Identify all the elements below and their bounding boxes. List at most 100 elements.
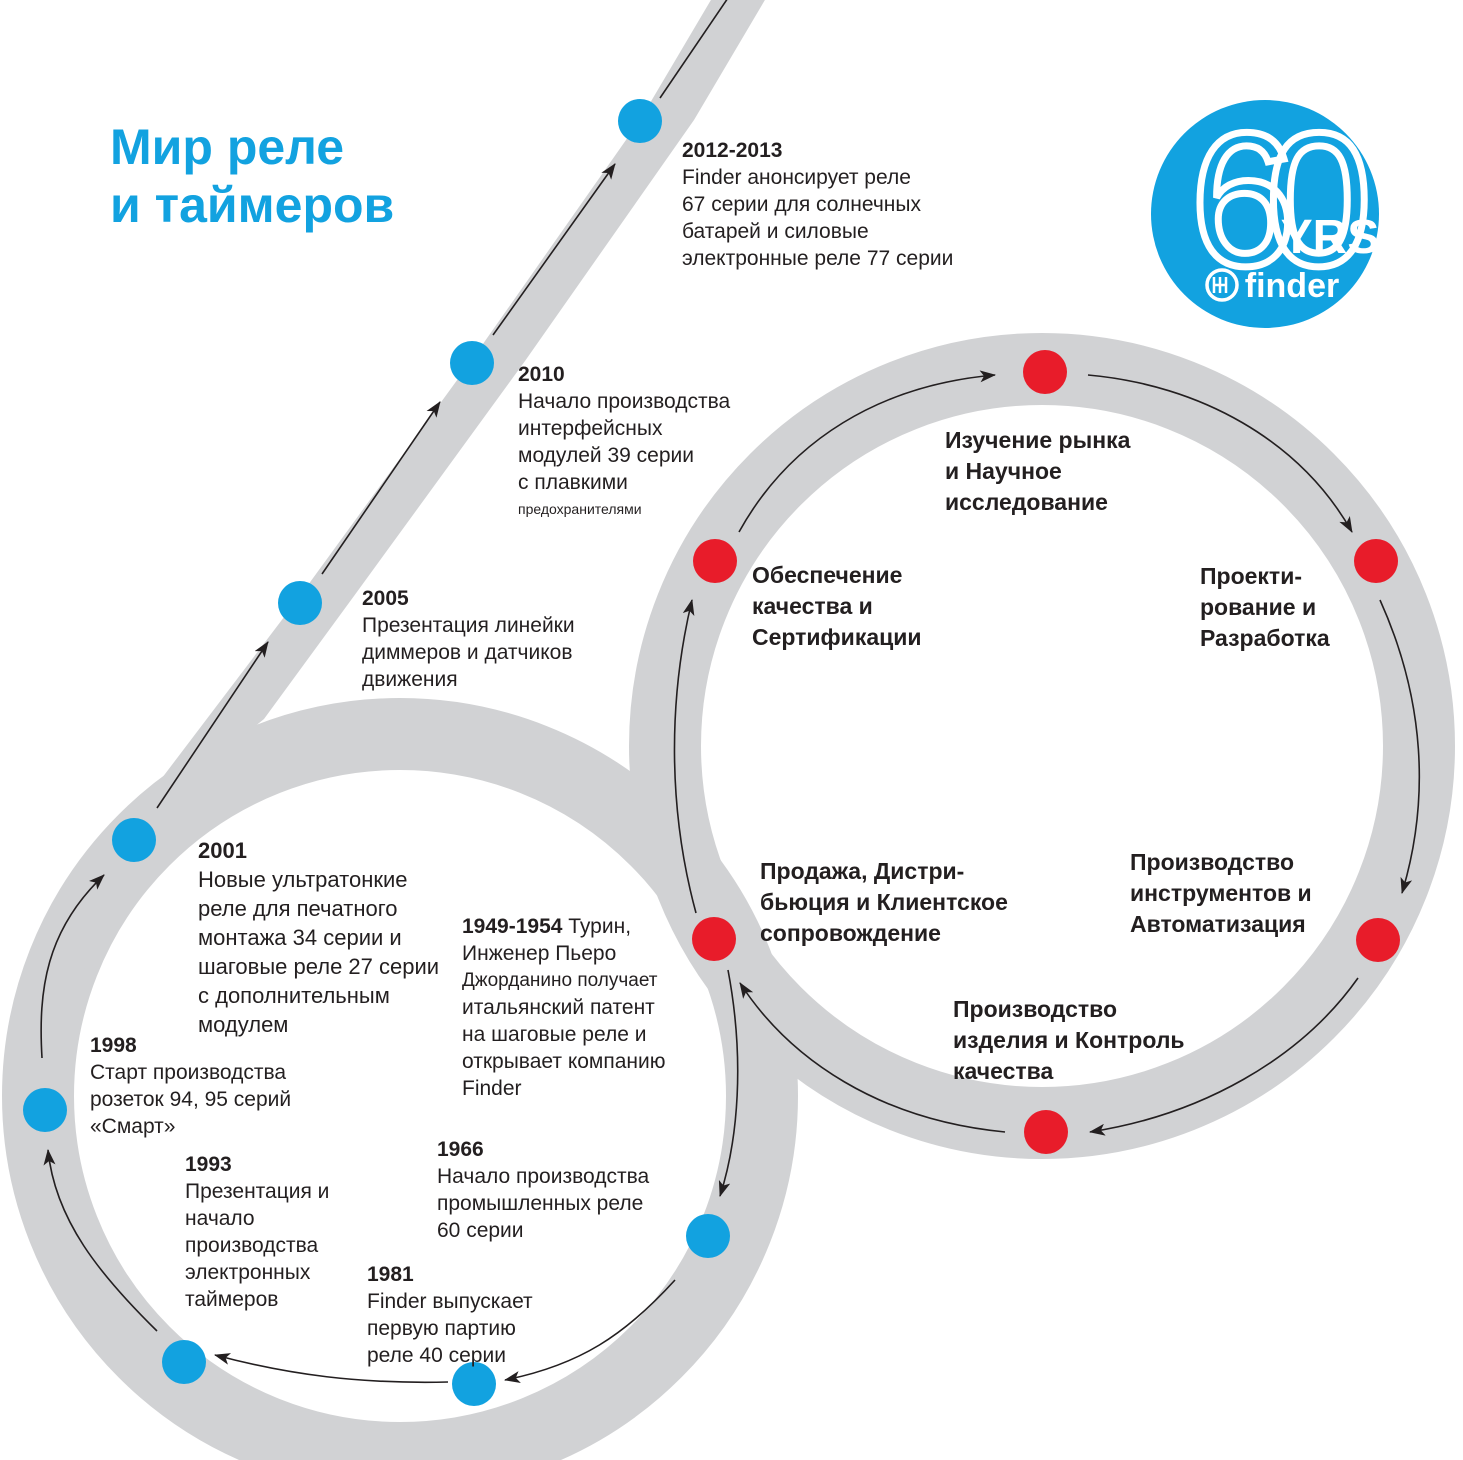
process-dot-production: [1024, 1110, 1068, 1154]
timeline-dot-1993: [162, 1340, 206, 1384]
finder-logo-icon: [1205, 268, 1239, 302]
event-text: итальянский патент: [462, 996, 655, 1019]
stage-text: Продажа, Дистри-: [760, 858, 965, 884]
event-text: открывает компанию: [462, 1050, 666, 1073]
stage-text: Автоматизация: [1130, 911, 1306, 937]
event-text: диммеров и датчиков: [362, 641, 573, 664]
event-year: 2005: [362, 587, 409, 610]
process-dot-quality: [693, 539, 737, 583]
process-dot-tooling: [1356, 918, 1400, 962]
event-1993: 1993 Презентация и начало производства э…: [185, 1151, 329, 1313]
event-text: электронных: [185, 1261, 311, 1284]
event-text: батарей и силовые: [682, 220, 869, 243]
stage-text: качества: [953, 1058, 1054, 1084]
timeline-dot-2005: [278, 581, 322, 625]
stage-text: Производство: [953, 996, 1118, 1022]
process-arrows: [673, 370, 1421, 1136]
stage-production: Производство изделия и Контроль качества: [953, 994, 1185, 1087]
title-line-1: Мир реле: [110, 119, 345, 175]
stage-text: Изучение рынка: [945, 427, 1131, 453]
timeline-dot-2010: [450, 341, 494, 385]
title-line-2: и таймеров: [110, 177, 395, 233]
event-text: промышленных реле: [437, 1192, 644, 1215]
event-text: модулей 39 серии: [518, 444, 694, 467]
stage-text: исследование: [945, 489, 1108, 515]
stage-text: сопровождение: [760, 920, 941, 946]
stage-tooling: Производство инструментов и Автоматизаци…: [1130, 847, 1312, 940]
badge-brand: finder: [1245, 267, 1339, 305]
stage-text: и Научное: [945, 458, 1062, 484]
event-text: монтажа 34 серии и: [198, 925, 402, 950]
event-text: розеток 94, 95 серий: [90, 1088, 292, 1111]
event-year: 2012-2013: [682, 139, 783, 162]
event-text: на шаговые реле и: [462, 1023, 647, 1046]
event-text: Инженер Пьеро: [462, 942, 617, 965]
event-2012: 2012-2013 Finder анонсирует реле 67 сери…: [682, 137, 953, 272]
event-year: 1966: [437, 1138, 484, 1161]
process-dots: [692, 350, 1400, 1154]
timeline-dots: [23, 99, 730, 1406]
event-text: Начало производства: [518, 390, 731, 413]
stage-text: изделия и Контроль: [953, 1027, 1185, 1053]
page-title: Мир реле и таймеров: [110, 118, 394, 234]
process-dot-design: [1354, 539, 1398, 583]
event-text: Джорданино получает: [462, 970, 658, 991]
event-1998: 1998 Старт производства розеток 94, 95 с…: [90, 1032, 291, 1140]
event-text: производства: [185, 1234, 319, 1257]
stage-text: Проекти-: [1200, 563, 1302, 589]
event-text: Finder: [462, 1077, 522, 1100]
badge-suffix: YRS: [1281, 211, 1380, 264]
event-text: 60 серии: [437, 1219, 524, 1242]
stage-text: Сертификации: [752, 624, 922, 650]
event-2001: 2001 Новые ультратонкие реле для печатно…: [198, 836, 439, 1039]
event-first-line: 1949-1954 Турин,: [462, 913, 666, 940]
stage-text: инструментов и: [1130, 880, 1312, 906]
event-text: Презентация и: [185, 1180, 330, 1203]
stage-quality: Обеспечение качества и Сертификации: [752, 560, 922, 653]
event-text: Старт производства: [90, 1061, 287, 1084]
timeline-dot-1998: [23, 1088, 67, 1132]
timeline-arrows: [40, 0, 739, 1384]
event-text: Турин,: [562, 915, 632, 938]
stage-text: бьюция и Клиентское: [760, 889, 1008, 915]
event-text: электронные реле 77 серии: [682, 247, 954, 270]
event-1949: 1949-1954 Турин, Инженер Пьеро Джорданин…: [462, 913, 666, 1102]
event-year: 2001: [198, 838, 247, 863]
process-dot-research: [1023, 350, 1067, 394]
event-year: 1949-1954: [462, 915, 563, 938]
event-text: Презентация линейки: [362, 614, 575, 637]
event-text: Finder выпускает: [367, 1290, 533, 1313]
event-1981: 1981 Finder выпускает первую партию реле…: [367, 1261, 533, 1369]
timeline-dot-2001: [112, 818, 156, 862]
stage-text: качества и: [752, 593, 873, 619]
timeline-dot-2012: [618, 99, 662, 143]
event-text: реле для печатного: [198, 896, 398, 921]
stage-text: Производство: [1130, 849, 1295, 875]
event-1966: 1966 Начало производства промышленных ре…: [437, 1136, 649, 1244]
process-dot-sales: [692, 917, 736, 961]
event-text: реле 40 серии: [367, 1344, 506, 1367]
event-text: с плавкими: [518, 471, 628, 494]
badge-circle: [1151, 100, 1379, 328]
timeline-dot-1966: [686, 1214, 730, 1258]
anniversary-badge: 60 YRS finder: [1151, 91, 1398, 328]
event-text: Новые ультратонкие: [198, 867, 408, 892]
event-year: 2010: [518, 363, 565, 386]
event-text-small: предохранителями: [518, 501, 642, 517]
event-text: интерфейсных: [518, 417, 663, 440]
stage-research: Изучение рынка и Научное исследование: [945, 425, 1130, 518]
event-text: Начало производства: [437, 1165, 650, 1188]
stage-text: рование и: [1200, 594, 1317, 620]
event-text: движения: [362, 668, 458, 691]
event-text: Finder анонсирует реле: [682, 166, 911, 189]
event-year: 1981: [367, 1263, 414, 1286]
event-year: 1998: [90, 1034, 137, 1057]
stage-design: Проекти- рование и Разработка: [1200, 561, 1330, 654]
event-text: «Смарт»: [90, 1115, 176, 1138]
stage-text: Разработка: [1200, 625, 1330, 651]
event-year: 1993: [185, 1153, 232, 1176]
event-text: модулем: [198, 1012, 289, 1037]
stage-text: Обеспечение: [752, 562, 903, 588]
timeline-dot-1981: [452, 1362, 496, 1406]
